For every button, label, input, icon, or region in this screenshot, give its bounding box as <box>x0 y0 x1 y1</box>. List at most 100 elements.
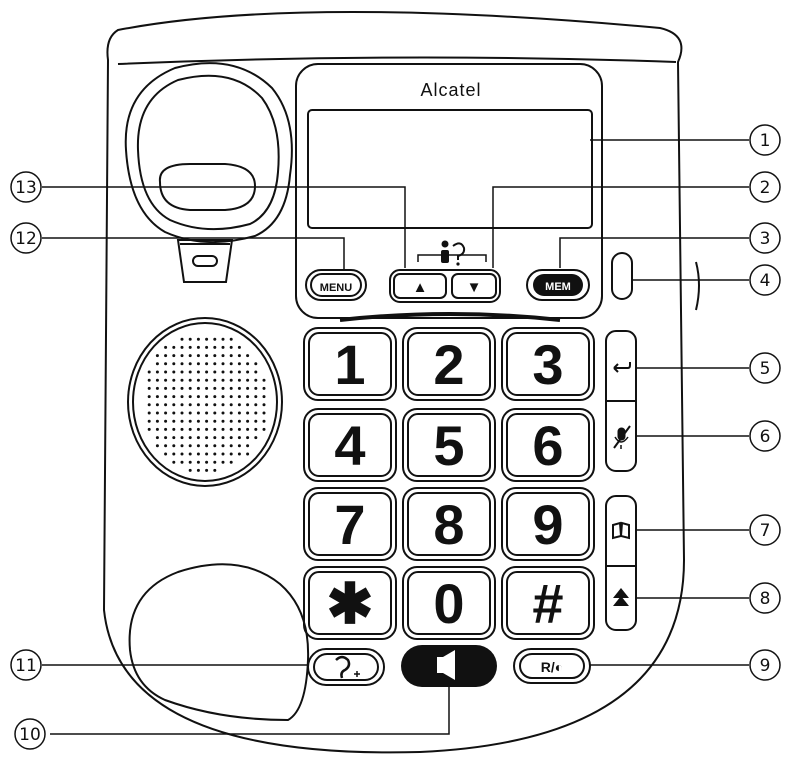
keypad-key-10[interactable]: ✱ <box>303 566 397 640</box>
grille-dot <box>172 444 176 448</box>
keypad-key-label: # <box>532 572 563 635</box>
grille-dot <box>155 354 159 358</box>
grille-dot <box>196 395 200 399</box>
grille-dot <box>155 436 159 440</box>
grille-dot <box>229 370 233 374</box>
grille-dot <box>205 436 209 440</box>
grille-dot <box>213 427 217 431</box>
mem-button[interactable]: MEM <box>545 281 571 293</box>
grille-dot <box>229 354 233 358</box>
grille-dot <box>262 395 266 399</box>
grille-dot <box>254 419 258 423</box>
keypad-key-1[interactable]: 1 <box>303 327 397 401</box>
callout-label: 5 <box>760 359 771 379</box>
recall-button[interactable]: R/◐ <box>541 659 563 675</box>
mute-icon[interactable] <box>613 425 631 449</box>
grille-dot <box>172 452 176 456</box>
grille-dot <box>188 436 192 440</box>
grille-dot <box>155 378 159 382</box>
callout-3: 3 <box>749 222 781 254</box>
keypad-key-4[interactable]: 4 <box>303 408 397 482</box>
grille-dot <box>213 370 217 374</box>
grille-dot <box>246 419 250 423</box>
grille-dot <box>221 411 225 415</box>
grille-dot <box>172 436 176 440</box>
handset-rest <box>128 563 310 722</box>
grille-dot <box>213 444 217 448</box>
keypad-key-label: 8 <box>433 493 464 556</box>
grille-dot <box>147 411 151 415</box>
grille-dot <box>155 427 159 431</box>
callout-12: 12 <box>10 222 42 254</box>
keypad-key-2[interactable]: 2 <box>402 327 496 401</box>
grille-dot <box>147 378 151 382</box>
keypad-key-8[interactable]: 8 <box>402 487 496 561</box>
callout-label: 1 <box>760 131 771 151</box>
menu-button-frame <box>305 269 367 301</box>
grille-dot <box>221 427 225 431</box>
grille-dot <box>221 444 225 448</box>
grille-dot <box>237 411 241 415</box>
phonebook-icon[interactable] <box>612 521 630 540</box>
callout-label: 6 <box>760 427 771 447</box>
keypad-key-5[interactable]: 5 <box>402 408 496 482</box>
grille-dot <box>221 362 225 366</box>
grille-dot <box>262 411 266 415</box>
grille-dot <box>164 370 168 374</box>
keypad-key-label: 4 <box>334 414 365 477</box>
grille-dot <box>188 419 192 423</box>
callout-7: 7 <box>749 514 781 546</box>
grille-dot <box>164 378 168 382</box>
keypad-key-9[interactable]: 9 <box>501 487 595 561</box>
callout-9: 9 <box>749 649 781 681</box>
grille-dot <box>172 411 176 415</box>
recall-button-frame <box>513 648 591 684</box>
grille-dot <box>205 468 209 472</box>
grille-dot <box>213 354 217 358</box>
grille-dot <box>246 427 250 431</box>
grille-dot <box>147 395 151 399</box>
callout-10: 10 <box>14 718 46 750</box>
keypad-key-3[interactable]: 3 <box>501 327 595 401</box>
keypad-key-11[interactable]: 0 <box>402 566 496 640</box>
keypad-key-7[interactable]: 7 <box>303 487 397 561</box>
grille-dot <box>164 427 168 431</box>
grille-dot <box>180 403 184 407</box>
grille-dot <box>205 452 209 456</box>
emergency-icon[interactable] <box>613 588 629 606</box>
grille-dot <box>188 468 192 472</box>
grille-dot <box>164 444 168 448</box>
grille-dot <box>229 411 233 415</box>
grille-dot <box>205 345 209 349</box>
grille-dot <box>172 419 176 423</box>
grille-dot <box>213 452 217 456</box>
grille-dot <box>229 452 233 456</box>
grille-dot <box>246 395 250 399</box>
grille-dot <box>213 460 217 464</box>
redial-icon[interactable] <box>613 362 631 373</box>
grille-dot <box>180 444 184 448</box>
grille-dot <box>237 452 241 456</box>
grille-dot <box>213 362 217 366</box>
grille-dot <box>205 419 209 423</box>
grille-dot <box>213 419 217 423</box>
grille-dot <box>237 378 241 382</box>
menu-button[interactable]: MENU <box>320 282 352 294</box>
grille-dot <box>221 386 225 390</box>
grille-dot <box>188 362 192 366</box>
grille-dot <box>180 411 184 415</box>
keypad-key-6[interactable]: 6 <box>501 408 595 482</box>
keypad-key-12[interactable]: # <box>501 566 595 640</box>
callout-13: 13 <box>10 171 42 203</box>
up-button[interactable]: ▲ <box>413 279 428 296</box>
grille-dot <box>205 354 209 358</box>
down-button[interactable]: ▼ <box>467 279 482 296</box>
keypad-key-label: 6 <box>532 414 563 477</box>
grille-dot <box>246 411 250 415</box>
grille-dot <box>213 403 217 407</box>
grille-dot <box>196 436 200 440</box>
hearing-boost-icon[interactable] <box>335 655 360 679</box>
grille-dot <box>172 395 176 399</box>
grille-dot <box>229 395 233 399</box>
